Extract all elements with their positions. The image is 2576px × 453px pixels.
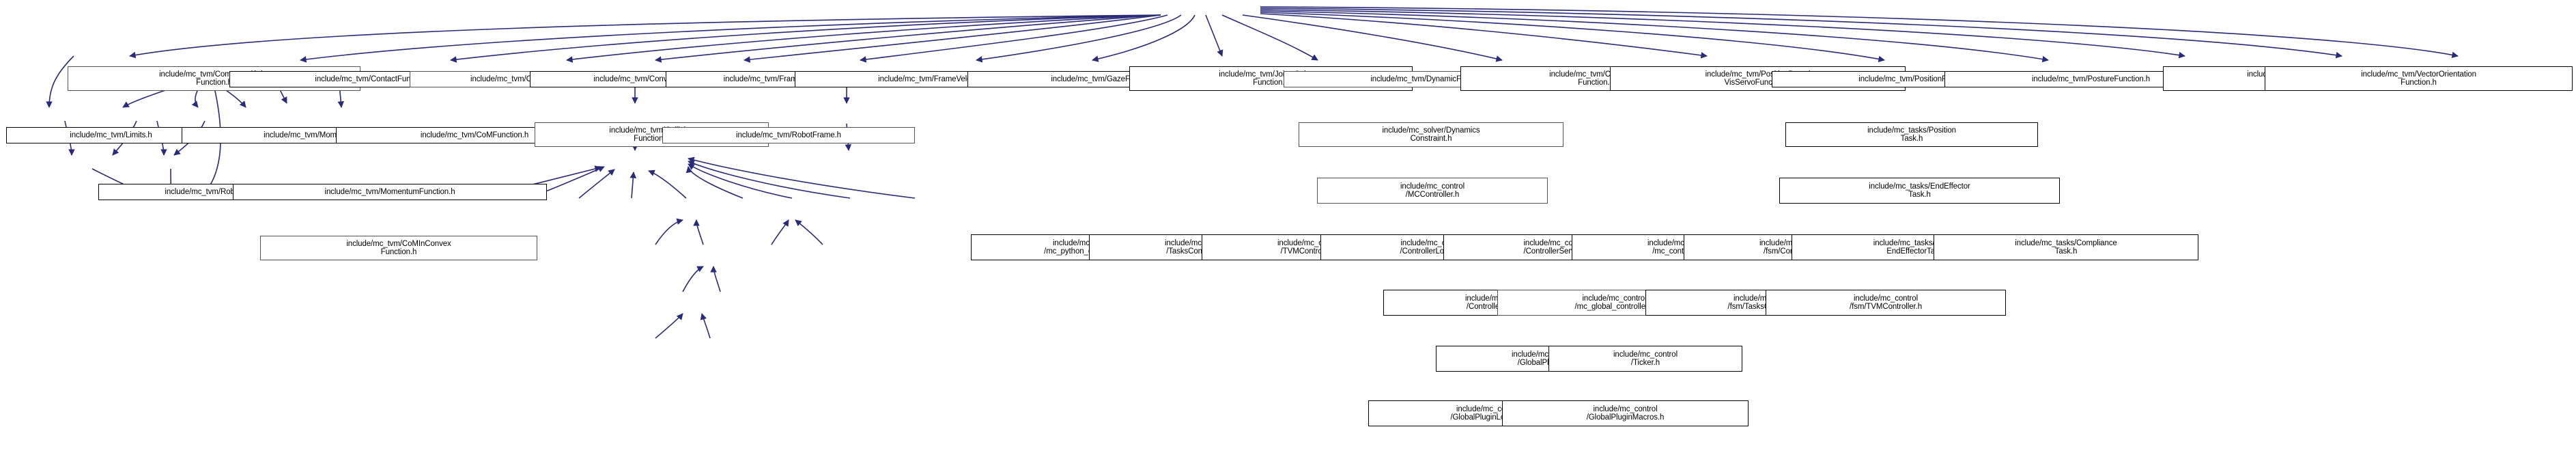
graph-node-cominconvex[interactable]: include/mc_tvm/CoMInConvex Function.h (260, 236, 537, 260)
graph-node-compliancetask[interactable]: include/mc_tasks/Compliance Task.h (1934, 234, 2198, 260)
graph-node-dynamicsconstraint[interactable]: include/mc_solver/Dynamics Constraint.h (1299, 122, 1563, 147)
graph-node-label: include/mc_tvm/MomentumFunction.h (324, 187, 455, 196)
graph-node-mccontroller[interactable]: include/mc_control /MCController.h (1317, 178, 1548, 204)
graph-node-vectororientation[interactable]: include/mc_tvm/VectorOrientation Functio… (2265, 66, 2573, 91)
graph-node-label: include/mc_tvm/CoMInConvex Function.h (346, 239, 451, 257)
graph-node-label: include/mc_tasks/Position Task.h (1867, 126, 1956, 143)
graph-node-label: include/mc_tasks/Compliance Task.h (2015, 238, 2117, 256)
graph-node-label: include/mc_control /fsm/TVMController.h (1850, 294, 1922, 312)
graph-node-label: include/mc_tvm/RobotFrame.h (736, 131, 841, 139)
graph-node-label: include/mc_control /MCController.h (1400, 182, 1465, 200)
edge-group-root (129, 6, 2459, 63)
graph-node-label: include/mc_tvm/VectorOrientation Functio… (2361, 70, 2476, 87)
graph-node-robotframe[interactable]: include/mc_tvm/RobotFrame.h (662, 127, 915, 143)
graph-node-label: include/mc_solver/Dynamics Constraint.h (1382, 126, 1480, 143)
graph-node-label: include/mc_tasks/EndEffector Task.h (1869, 182, 1970, 200)
graph-node-momentumfunction[interactable]: include/mc_tvm/MomentumFunction.h (233, 184, 547, 200)
graph-node-label: include/mc_control /Ticker.h (1613, 350, 1678, 368)
graph-node-label: include/mc_control /GlobalPluginMacros.h (1586, 404, 1665, 422)
graph-node-label: include/mc_tvm/Frame.h (723, 74, 808, 83)
graph-node-ticker[interactable]: include/mc_control /Ticker.h (1548, 346, 1742, 372)
graph-node-label: include/mc_tvm/FrameVelocity.h (878, 74, 989, 83)
graph-node-label: include/mc_tvm/CoMFunction.h (420, 131, 529, 139)
graph-node-fsmtvmcontroller[interactable]: include/mc_control /fsm/TVMController.h (1766, 290, 2006, 316)
graph-node-label: include/mc_tvm/CoM.h (470, 74, 549, 83)
graph-node-label: include/mc_tvm/PostureFunction.h (2031, 74, 2151, 83)
graph-node-positiontask[interactable]: include/mc_tasks/Position Task.h (1785, 122, 2038, 147)
graph-node-globalpluginmacros[interactable]: include/mc_control /GlobalPluginMacros.h (1502, 400, 1749, 426)
graph-node-label: include/mc_tvm/Convex.h (593, 74, 682, 83)
graph-node-endeffectortask[interactable]: include/mc_tasks/EndEffector Task.h (1779, 178, 2060, 204)
graph-node-label: include/mc_control /mc_global_controller… (1574, 294, 1654, 312)
graph-node-label: include/mc_tvm/ContactFunction.h (315, 74, 434, 83)
